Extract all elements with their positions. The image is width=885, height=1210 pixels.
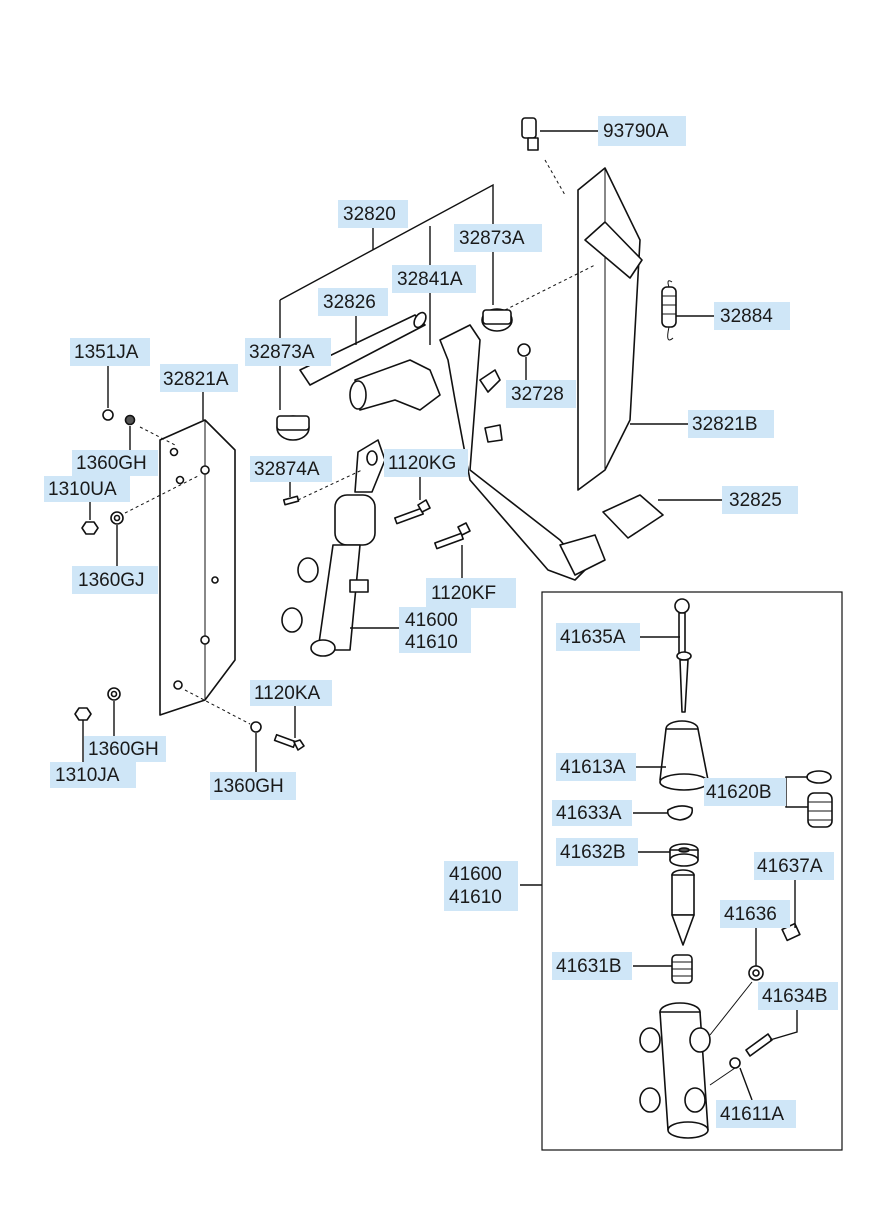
label-32821A: 32821A bbox=[160, 364, 238, 392]
right-bracket-drawing bbox=[504, 159, 643, 491]
label-1120KA: 1120KA bbox=[250, 680, 332, 706]
label-32874A: 32874A bbox=[250, 456, 332, 482]
parts-drawing bbox=[74, 117, 833, 1139]
svg-text:41620B: 41620B bbox=[706, 782, 772, 803]
label-41631B: 41631B bbox=[552, 952, 632, 980]
label-1360GH-a: 1360GH bbox=[72, 450, 158, 476]
label-41633A: 41633A bbox=[552, 800, 632, 826]
svg-text:32821B: 32821B bbox=[692, 414, 758, 435]
svg-text:32884: 32884 bbox=[720, 306, 773, 327]
svg-text:1310JA: 1310JA bbox=[55, 765, 120, 786]
svg-text:41600: 41600 bbox=[405, 610, 458, 631]
svg-text:1360GH: 1360GH bbox=[88, 739, 159, 760]
svg-text:41600: 41600 bbox=[449, 864, 502, 885]
label-41632B: 41632B bbox=[556, 838, 638, 866]
svg-text:41634B: 41634B bbox=[762, 986, 828, 1007]
label-41635A: 41635A bbox=[556, 623, 640, 651]
label-1310JA: 1310JA bbox=[50, 762, 136, 788]
svg-text:1120KG: 1120KG bbox=[388, 453, 456, 474]
svg-text:1360GH: 1360GH bbox=[213, 776, 284, 797]
svg-text:41631B: 41631B bbox=[556, 956, 622, 977]
label-1120KG: 1120KG bbox=[384, 449, 468, 477]
label-32826: 32826 bbox=[318, 288, 388, 316]
svg-text:32820: 32820 bbox=[343, 204, 396, 225]
label-1360GJ: 1360GJ bbox=[72, 566, 158, 594]
spring-drawing bbox=[661, 280, 677, 341]
label-1310UA: 1310UA bbox=[44, 476, 130, 502]
detail-frame bbox=[541, 591, 843, 1151]
part-labels: 93790A 32820 32873A 32841A 32826 32873A … bbox=[44, 116, 838, 1128]
label-32825: 32825 bbox=[722, 486, 798, 514]
svg-text:1120KF: 1120KF bbox=[431, 583, 496, 604]
label-1360GH-b: 1360GH bbox=[84, 736, 166, 762]
svg-text:41611A: 41611A bbox=[720, 1104, 784, 1125]
svg-text:41633A: 41633A bbox=[556, 803, 622, 824]
label-41620B: 41620B bbox=[704, 778, 786, 806]
svg-text:32874A: 32874A bbox=[254, 459, 320, 480]
left-bracket-drawing bbox=[159, 419, 236, 716]
svg-text:32873A: 32873A bbox=[249, 342, 315, 363]
svg-text:32826: 32826 bbox=[323, 292, 376, 313]
left-fasteners-drawing bbox=[74, 409, 305, 751]
svg-text:32825: 32825 bbox=[729, 490, 782, 511]
label-32841A: 32841A bbox=[392, 265, 476, 293]
label-32820: 32820 bbox=[338, 200, 408, 228]
svg-text:1310UA: 1310UA bbox=[48, 479, 117, 500]
stopper-and-pad-drawing bbox=[517, 343, 664, 539]
svg-text:1360GH: 1360GH bbox=[76, 453, 147, 474]
label-1351JA: 1351JA bbox=[70, 338, 150, 366]
label-32873A-top: 32873A bbox=[454, 224, 542, 252]
svg-text:41610: 41610 bbox=[449, 887, 502, 908]
label-1120KF: 1120KF bbox=[426, 578, 516, 608]
svg-text:32873A: 32873A bbox=[459, 228, 525, 249]
label-41613A: 41613A bbox=[556, 753, 636, 781]
svg-text:93790A: 93790A bbox=[603, 121, 669, 142]
svg-text:41613A: 41613A bbox=[560, 757, 626, 778]
switch-drawing bbox=[521, 117, 539, 151]
svg-text:41610: 41610 bbox=[405, 632, 458, 653]
detail-parts-drawing bbox=[639, 598, 833, 1139]
svg-text:41637A: 41637A bbox=[757, 856, 823, 877]
leader-lines bbox=[82, 130, 808, 1101]
label-32821B: 32821B bbox=[688, 410, 774, 438]
svg-text:41635A: 41635A bbox=[560, 627, 626, 648]
label-41611A: 41611A bbox=[716, 1100, 796, 1128]
master-cylinder-drawing bbox=[281, 439, 471, 657]
svg-text:32728: 32728 bbox=[511, 384, 564, 405]
svg-text:32821A: 32821A bbox=[163, 369, 229, 390]
label-41636: 41636 bbox=[720, 900, 790, 928]
shaft-drawing bbox=[276, 308, 513, 441]
svg-text:1360GJ: 1360GJ bbox=[78, 570, 145, 591]
clutch-pedal-drawing bbox=[349, 324, 606, 581]
label-41634B: 41634B bbox=[758, 982, 838, 1010]
label-32884: 32884 bbox=[714, 302, 790, 330]
label-32873A-left: 32873A bbox=[245, 338, 331, 366]
label-93790A: 93790A bbox=[598, 116, 686, 146]
svg-text:1351JA: 1351JA bbox=[74, 342, 139, 363]
svg-text:41636: 41636 bbox=[724, 904, 777, 925]
label-41637A: 41637A bbox=[754, 852, 834, 880]
label-1360GH-c: 1360GH bbox=[210, 772, 296, 800]
svg-text:41632B: 41632B bbox=[560, 842, 626, 863]
label-32728: 32728 bbox=[506, 380, 576, 408]
svg-text:32841A: 32841A bbox=[397, 269, 463, 290]
svg-text:1120KA: 1120KA bbox=[254, 683, 321, 704]
